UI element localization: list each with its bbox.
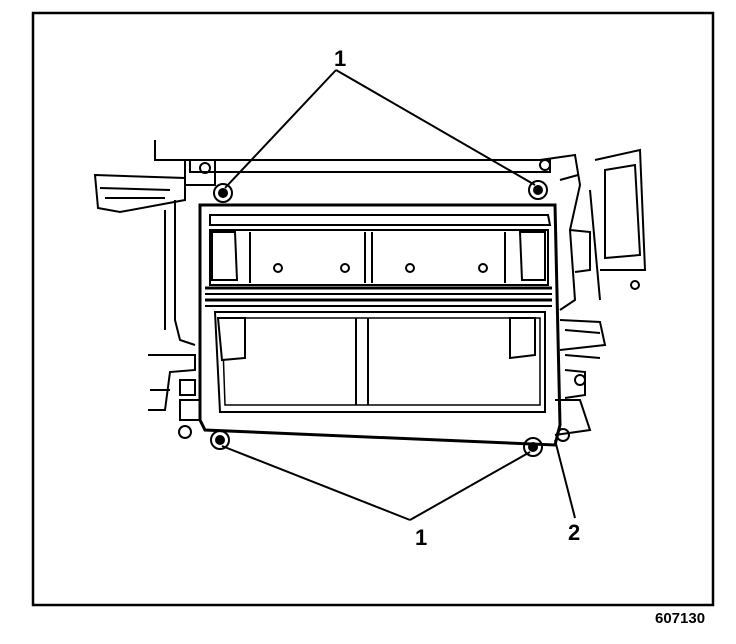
leader-top-right: [335, 69, 536, 186]
screw-bottom-right: [523, 437, 543, 457]
figure-id: 607130: [655, 610, 706, 627]
leader-bottom-right: [409, 451, 531, 521]
leader-top-left: [224, 69, 337, 189]
screw-top-left: [213, 183, 233, 203]
module-housing: [198, 203, 562, 447]
leader-lines: [221, 69, 576, 521]
callout-2: 2: [568, 520, 580, 545]
figure-border: [31, 11, 715, 607]
leader-item-2: [554, 439, 576, 519]
screw-bottom-left: [210, 430, 230, 450]
leader-bottom-left: [221, 445, 411, 521]
fasteners: [178, 159, 640, 457]
screw-top-right: [528, 180, 548, 200]
callout-1-top: 1: [334, 46, 346, 71]
callout-1-bottom: 1: [415, 525, 427, 550]
fastener-2: [556, 428, 570, 442]
